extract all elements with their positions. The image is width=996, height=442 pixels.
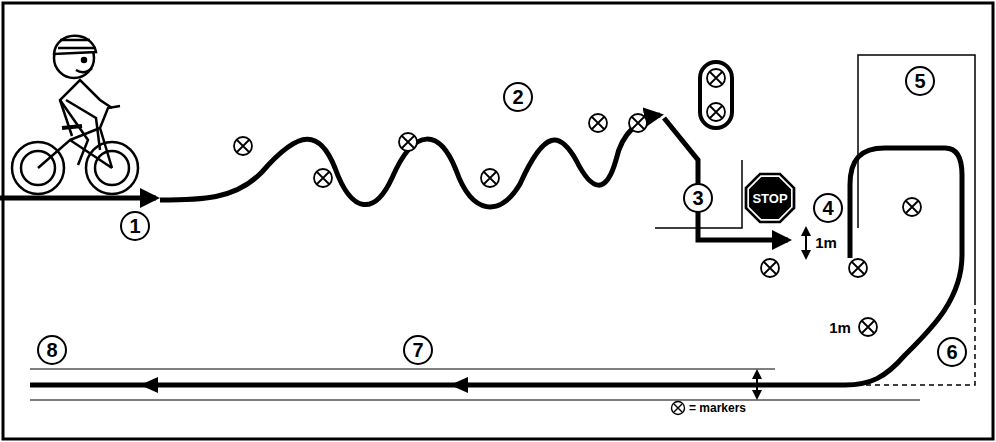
sign-text: STOP xyxy=(752,191,787,206)
marker-swatch xyxy=(670,400,686,416)
callout-number: 1 xyxy=(120,211,150,241)
legend-entry: = markers xyxy=(670,400,746,416)
markers xyxy=(234,69,921,336)
marker xyxy=(589,114,607,132)
stop-sign: STOP xyxy=(742,170,798,226)
frame xyxy=(3,3,993,439)
course-path xyxy=(30,148,962,385)
callout-number: 8 xyxy=(37,335,67,365)
callout-number: 4 xyxy=(813,193,843,223)
direction-arrowhead xyxy=(140,377,468,393)
marker xyxy=(849,259,867,277)
dimension-label: 1m xyxy=(827,319,853,336)
marker xyxy=(707,69,725,87)
callout-number: 6 xyxy=(937,337,967,367)
lane-line xyxy=(30,369,920,400)
callout-number: 5 xyxy=(905,66,935,96)
marker xyxy=(629,114,647,132)
marker xyxy=(234,137,252,155)
area-line xyxy=(655,160,742,228)
marker xyxy=(707,103,725,121)
marker xyxy=(859,318,877,336)
callout-number: 2 xyxy=(503,82,533,112)
cyclist xyxy=(12,36,138,194)
marker xyxy=(399,133,417,151)
dimension-label: 1m xyxy=(813,234,839,251)
callout-number: 3 xyxy=(683,183,713,213)
marker xyxy=(314,169,332,187)
dimension-arrow xyxy=(805,228,807,258)
marker xyxy=(761,259,779,277)
dimension-arrow xyxy=(756,371,758,398)
course-path xyxy=(0,196,156,201)
area-line xyxy=(858,55,975,300)
turn-loop xyxy=(700,62,732,128)
course-path xyxy=(160,115,660,207)
marker xyxy=(481,169,499,187)
callout-number: 7 xyxy=(403,335,433,365)
area-line xyxy=(845,300,975,385)
marker xyxy=(903,198,921,216)
legend-text: = markers xyxy=(689,401,746,415)
